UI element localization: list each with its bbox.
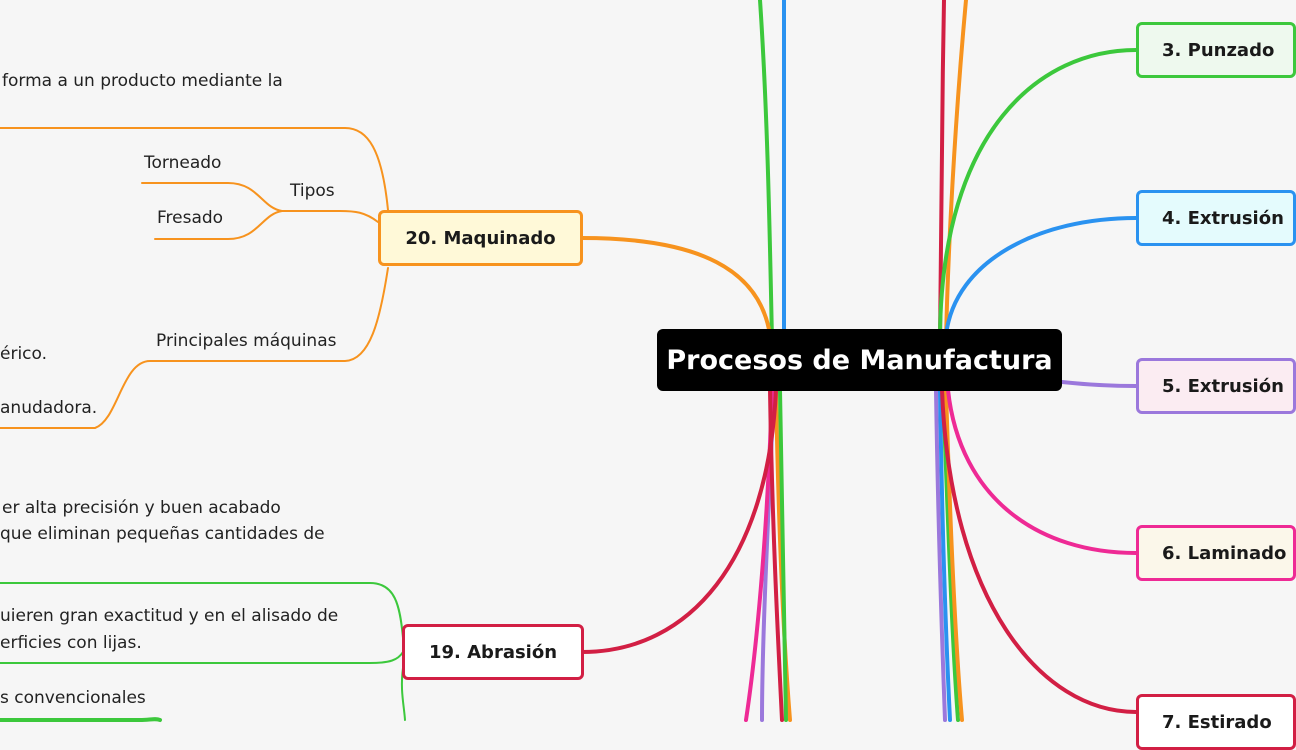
subtopic-tipos[interactable]: Tipos <box>290 181 335 201</box>
trunk-line <box>934 388 947 722</box>
sub-line-description <box>0 127 389 211</box>
abrasion-text-2[interactable]: que eliminan pequeñas cantidades de <box>0 524 325 544</box>
connector-maquinado <box>580 236 772 337</box>
connector-extrusion4 <box>944 216 1138 337</box>
sub-line-tipos <box>281 210 379 223</box>
connector-extrusion5 <box>1060 380 1138 388</box>
maquinado-description[interactable]: forma a un producto mediante la <box>2 71 283 91</box>
subtopic-fresado[interactable]: Fresado <box>157 208 224 228</box>
sub-line-abrasion-1 <box>0 582 404 639</box>
subtopic-principales-maquinas[interactable]: Principales máquinas <box>156 331 337 351</box>
connector-estirado <box>940 388 1138 714</box>
abrasion-text-5[interactable]: s convencionales <box>0 688 146 708</box>
topic-maquinado[interactable]: 20. Maquinado <box>378 210 583 266</box>
central-topic[interactable]: Procesos de Manufactura <box>657 329 1062 391</box>
trunk-line <box>938 388 952 722</box>
topic-extrusion-4[interactable]: 4. Extrusión <box>1136 190 1296 246</box>
sub-line-maquinas <box>0 267 389 429</box>
sub-line-torneado <box>141 182 283 212</box>
sub-line-fresado <box>154 210 283 240</box>
abrasion-text-4[interactable]: erficies con lijas. <box>0 633 142 653</box>
topic-punzado[interactable]: 3. Punzado <box>1136 22 1296 78</box>
abrasion-text-1[interactable]: er alta precisión y buen acabado <box>2 498 281 518</box>
mind-map-connectors <box>0 0 1138 722</box>
subtopic-torneado[interactable]: Torneado <box>144 153 222 173</box>
trunk-line <box>944 0 968 342</box>
abrasion-text-3[interactable]: uieren gran exactitud y en el alisado de <box>0 606 339 626</box>
subtopic-maquina-1[interactable]: érico. <box>0 344 48 364</box>
connector-abrasion <box>580 388 778 654</box>
topic-laminado[interactable]: 6. Laminado <box>1136 525 1296 581</box>
connector-laminado <box>946 388 1138 555</box>
trunk-line <box>778 388 788 722</box>
subtopic-maquina-2[interactable]: anudadora. <box>0 398 98 418</box>
topic-estirado[interactable]: 7. Estirado <box>1136 694 1296 750</box>
topic-extrusion-5[interactable]: 5. Extrusión <box>1136 358 1296 414</box>
sub-line-abrasion-2 <box>0 651 404 664</box>
topic-abrasion[interactable]: 19. Abrasión <box>402 624 584 680</box>
trunk-line <box>758 0 774 342</box>
sub-line-abrasion-3 <box>0 717 162 722</box>
connector-punzado <box>938 48 1138 337</box>
